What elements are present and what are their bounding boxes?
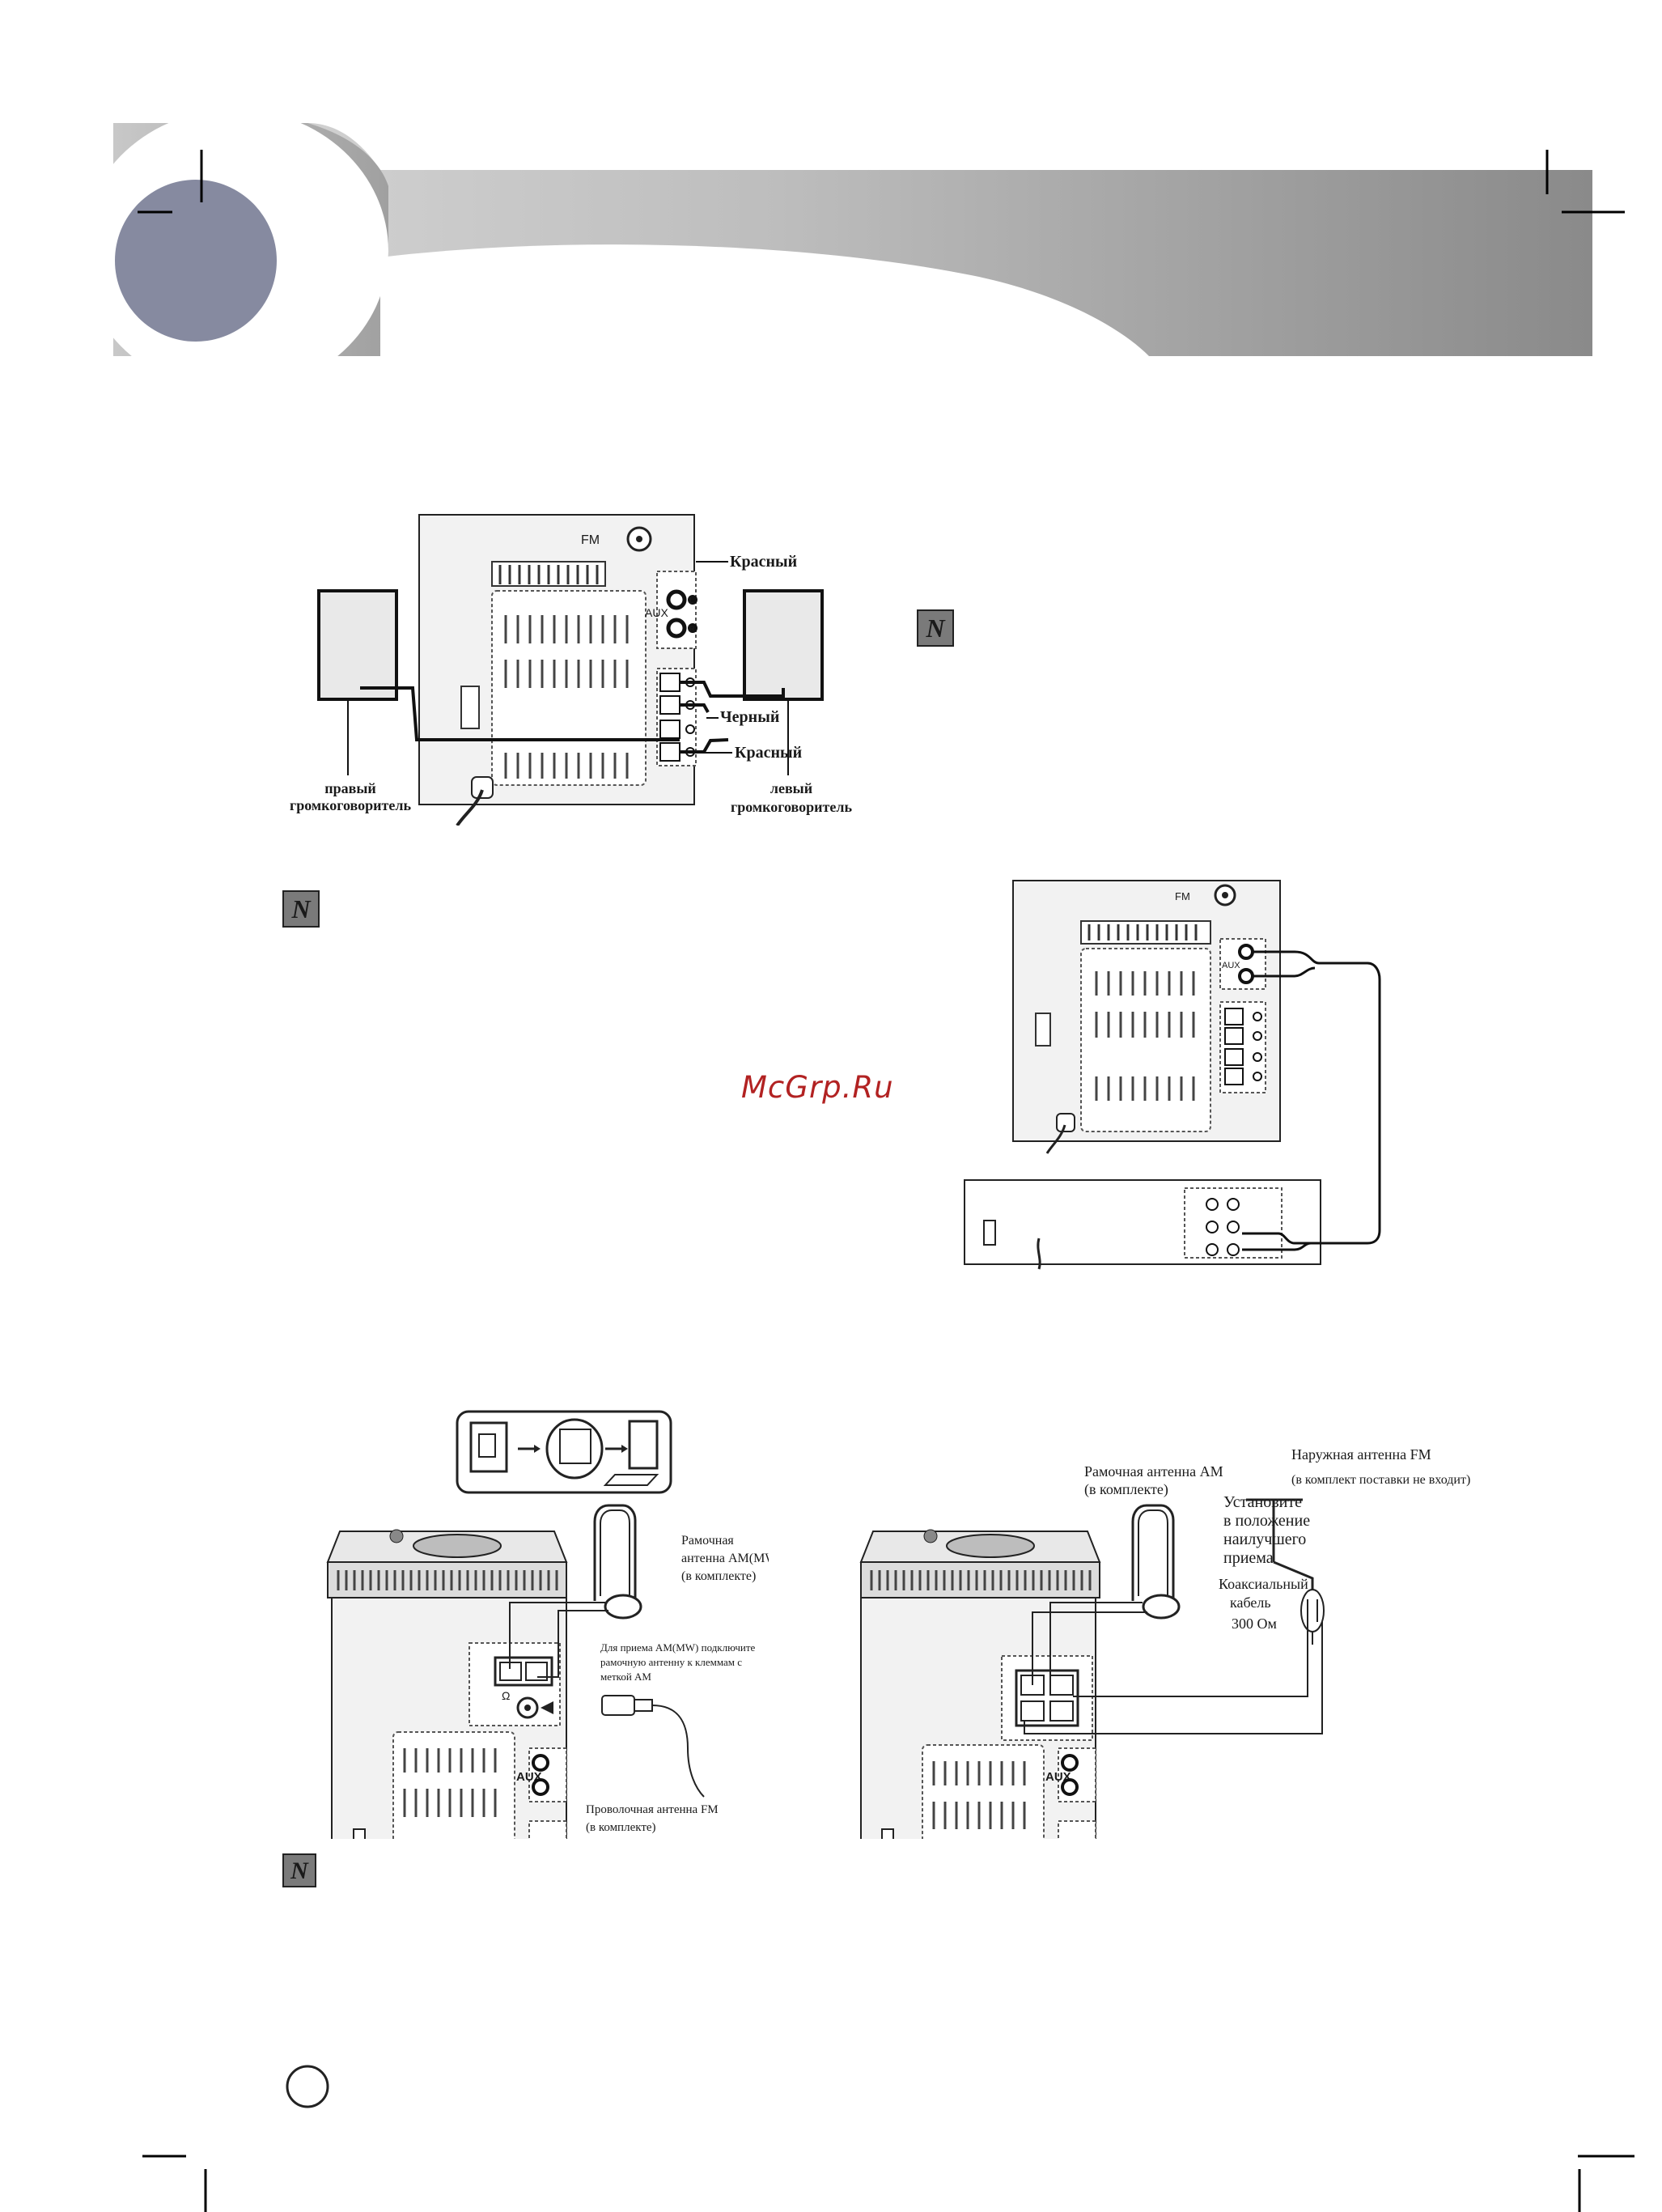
svg-text:300 Ом: 300 Ом	[1232, 1615, 1277, 1632]
outdoor-fm-antenna-label: Наружная антенна FM	[1291, 1446, 1431, 1463]
watermark: McGrp.Ru	[741, 1070, 894, 1105]
svg-text:Ω: Ω	[502, 1689, 510, 1702]
svg-text:(в комплекте): (в комплекте)	[1084, 1481, 1168, 1498]
svg-text:кабель: кабель	[1230, 1594, 1271, 1611]
svg-text:(в комплект поставки не входит: (в комплект поставки не входит)	[1291, 1473, 1470, 1487]
svg-text:FM: FM	[1175, 890, 1190, 902]
left-speaker	[743, 589, 824, 701]
speaker-terminals[interactable]	[659, 673, 680, 762]
svg-text:Установите: Установите	[1223, 1493, 1302, 1511]
fm-wire-antenna-label: Проволочная антенна FM	[586, 1803, 719, 1816]
right-speaker-label: громкоговоритель	[290, 797, 411, 813]
svg-text:(в комплекте): (в комплекте)	[681, 1569, 756, 1583]
aux-right-jack[interactable]	[666, 618, 687, 639]
note-icon: N	[282, 1853, 316, 1887]
svg-text:приема: приема	[1223, 1549, 1274, 1567]
svg-text:левый: левый	[770, 780, 812, 796]
aux-left-jack[interactable]	[666, 589, 687, 610]
svg-text:Для приема AM(MW) подключите: Для приема AM(MW) подключите	[600, 1641, 756, 1654]
aux-cable	[1242, 950, 1381, 1251]
right-speaker	[317, 589, 398, 701]
aux-connection-diagram: FM AUX	[964, 880, 1381, 1270]
speaker-connection-diagram: FM AUX L R Красный Черный Красный правый…	[290, 514, 852, 826]
svg-text:правый: правый	[324, 780, 376, 796]
svg-text:Рамочная: Рамочная	[681, 1534, 734, 1548]
footer-marks	[142, 2065, 1634, 2212]
svg-text:AUX: AUX	[1222, 961, 1240, 970]
svg-text:(в комплекте): (в комплекте)	[586, 1821, 656, 1834]
note-icon: N	[917, 609, 954, 647]
aux-label: AUX	[645, 606, 668, 619]
svg-text:рамочную антенну к клеммам с: рамочную антенну к клеммам с	[600, 1656, 742, 1668]
antenna-diagram-right: AUX Рамочная антенна AM (в комплекте) На…	[859, 1446, 1470, 1839]
coax-cable-label: Коаксиальный	[1219, 1576, 1308, 1592]
header-circle	[115, 180, 277, 342]
page-number-circle	[286, 2065, 329, 2108]
header-banner	[81, 109, 1625, 372]
svg-text:меткой AM: меткой AM	[600, 1671, 651, 1683]
note-icon: N	[282, 890, 320, 928]
svg-text:R: R	[689, 625, 695, 633]
svg-text:в положение: в положение	[1223, 1512, 1310, 1530]
svg-text:N: N	[290, 894, 312, 923]
red-top-label: Красный	[730, 553, 797, 571]
svg-text:N: N	[290, 1857, 309, 1884]
am-loop-antenna-label: антенна AM(MW)	[681, 1552, 769, 1565]
black-label: Черный	[720, 708, 779, 726]
svg-text:L: L	[689, 597, 694, 605]
antenna-diagram-left: Ω AUX Рамочная антенна AM(MW) (в комплек…	[326, 1410, 769, 1839]
left-speaker-label: громкоговоритель	[731, 799, 852, 815]
red-bottom-label: Красный	[735, 744, 802, 762]
am-loop-antenna-label: Рамочная антенна AM	[1084, 1463, 1223, 1480]
fm-label: FM	[581, 533, 600, 547]
svg-text:наилучшего: наилучшего	[1223, 1531, 1306, 1548]
svg-text:N: N	[925, 614, 946, 643]
